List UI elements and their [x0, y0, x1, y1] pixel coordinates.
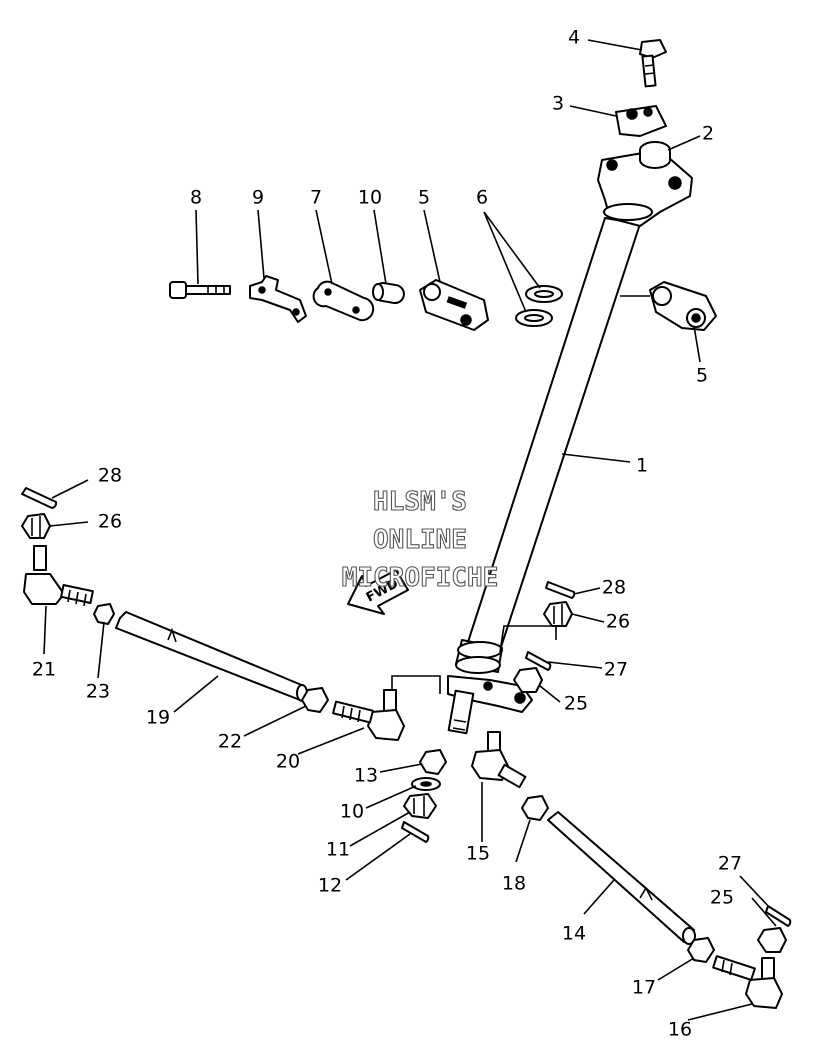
- callout-24: 23: [86, 681, 110, 703]
- cotter-pin-27-upper: [525, 651, 552, 671]
- tie-rod-right: [547, 811, 696, 945]
- cotter-pin-27-lower: [765, 905, 792, 927]
- callout-20: 19: [146, 707, 170, 729]
- callout-5-left: 5: [418, 187, 430, 209]
- watermark-line-2: ONLINE: [373, 525, 467, 555]
- nut-26-left: [21, 513, 51, 539]
- callout-19: 17: [632, 977, 656, 999]
- callout-21: 20: [276, 751, 300, 773]
- nut-26-right: [543, 601, 573, 627]
- nut-25-lower: [757, 927, 787, 953]
- ref-line-upper: [499, 625, 557, 653]
- callout-7: 7: [310, 187, 322, 209]
- callout-25-lower: 25: [710, 887, 734, 909]
- steering-shaft: [447, 149, 693, 735]
- callout-11: 10: [340, 801, 364, 823]
- cotter-pin-28-left: [21, 487, 58, 509]
- watermark-line-1: HLSM'S: [373, 487, 467, 517]
- callout-15: 14: [562, 923, 586, 945]
- callout-9: 9: [252, 187, 264, 209]
- callout-22: 21: [32, 659, 56, 681]
- callout-28-right: 28: [602, 577, 626, 599]
- callout-27-lower: 27: [718, 853, 742, 875]
- callout-16: 15: [466, 843, 490, 865]
- callout-28-left: 28: [98, 465, 122, 487]
- tie-rod-end-left: [23, 545, 94, 607]
- nut-12: [403, 793, 437, 819]
- callout-25-upper: 25: [564, 693, 588, 715]
- callout-17: 16: [668, 1019, 692, 1041]
- washer-11: [411, 777, 441, 791]
- handlebar-upper-holder: [615, 105, 667, 137]
- callout-6: 6: [476, 187, 488, 209]
- callout-23: 22: [218, 731, 242, 753]
- clamp-holder-left: [419, 279, 489, 331]
- cotter-pin-13: [401, 821, 430, 843]
- plate-bolt: [169, 281, 231, 299]
- callout-1: 1: [636, 455, 648, 477]
- callout-5-right: 5: [696, 365, 708, 387]
- callout-12: 11: [326, 839, 350, 861]
- leader-lines: [43, 39, 777, 1021]
- watermark-line-3: MICROFICHE: [342, 563, 499, 593]
- ref-line-lower: [391, 675, 441, 694]
- tie-rod-end-right: [712, 955, 783, 1009]
- callout-8: 8: [190, 187, 202, 209]
- callout-14: 13: [354, 765, 378, 787]
- plate: [312, 280, 375, 322]
- holder-bolt: [639, 39, 667, 88]
- nut-14: [419, 749, 447, 775]
- watermark: HLSM'S ONLINE MICROFICHE: [341, 486, 499, 593]
- tie-rod-end-21: [332, 689, 405, 741]
- plug: [639, 141, 671, 169]
- nut-24: [93, 603, 115, 625]
- callout-4: 4: [568, 27, 580, 49]
- clamp-holder-right: [649, 281, 717, 331]
- callout-3: 3: [552, 93, 564, 115]
- collar: [372, 281, 405, 305]
- cotter-pin-28-right: [545, 581, 576, 599]
- callout-13: 12: [318, 875, 342, 897]
- nut-23: [301, 687, 329, 713]
- callout-2: 2: [702, 123, 714, 145]
- stay: [249, 275, 307, 323]
- callout-10: 10: [358, 187, 382, 209]
- nut-25-upper: [513, 667, 543, 693]
- callout-27-upper: 27: [604, 659, 628, 681]
- callout-26-left: 26: [98, 511, 122, 533]
- callouts: 4 3 2 8 9 7 10 5 6 5 1 28 26 28 26 27 25…: [32, 27, 742, 1041]
- tie-rod-end-16: [471, 731, 527, 789]
- nut-19: [687, 937, 715, 963]
- nut-18: [521, 795, 549, 821]
- callout-18: 18: [502, 873, 526, 895]
- washers: [515, 285, 563, 327]
- callout-26-right: 26: [606, 611, 630, 633]
- tie-rod-left: [115, 611, 308, 702]
